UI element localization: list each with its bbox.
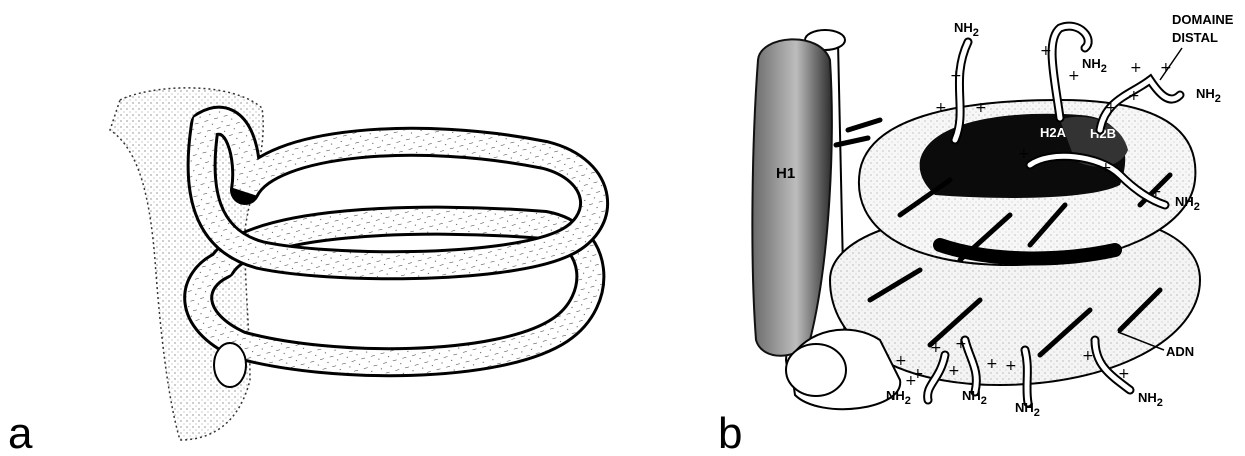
svg-text:+: + (1118, 366, 1130, 382)
nh2-label-1: NH2 (954, 20, 979, 39)
svg-text:+: + (975, 100, 987, 116)
nh2-label-2: NH2 (1082, 56, 1107, 75)
nh2-label-6: NH2 (962, 388, 987, 407)
svg-text:+: + (1005, 358, 1017, 374)
svg-text:+: + (950, 68, 962, 84)
nh2-label-8: NH2 (1138, 390, 1163, 409)
panel-b: H1 H2A H2B (718, 12, 1234, 456)
svg-text:+: + (955, 336, 967, 352)
svg-text:+: + (1100, 160, 1112, 176)
domain-label-line2: DISTAL (1172, 30, 1218, 45)
nh2-label-3: NH2 (1196, 86, 1221, 105)
svg-text:+: + (905, 373, 917, 389)
nh2-label-5: NH2 (886, 388, 911, 407)
domain-label-line1: DOMAINE (1172, 12, 1234, 27)
svg-text:+: + (1040, 43, 1052, 59)
panel-a-label: a (8, 409, 33, 456)
h1-label: H1 (776, 165, 795, 182)
dna-label: ADN (1166, 344, 1194, 359)
svg-text:+: + (930, 340, 942, 356)
svg-text:+: + (1160, 60, 1172, 76)
panel-b-label: b (718, 409, 742, 456)
svg-text:+: + (1105, 100, 1117, 116)
svg-text:+: + (948, 363, 960, 379)
svg-text:+: + (1150, 184, 1162, 200)
svg-text:+: + (986, 356, 998, 372)
svg-text:+: + (1018, 146, 1030, 162)
svg-text:+: + (895, 353, 907, 369)
dna-end (214, 343, 246, 387)
svg-text:+: + (1082, 348, 1094, 364)
svg-text:+: + (935, 100, 947, 116)
svg-text:+: + (1128, 88, 1140, 104)
svg-text:+: + (1068, 68, 1080, 84)
panel-a: a (8, 88, 594, 456)
nh2-label-7: NH2 (1015, 400, 1040, 419)
h2a-label: H2A (1040, 125, 1067, 140)
svg-text:+: + (1130, 60, 1142, 76)
